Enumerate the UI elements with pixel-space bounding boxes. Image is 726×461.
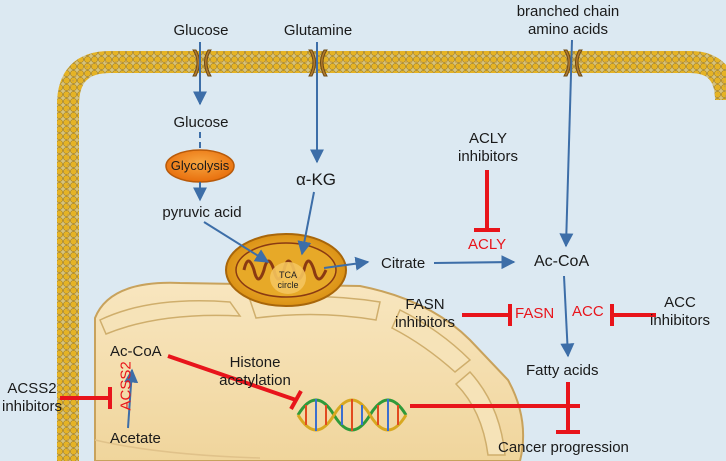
tca-label-line1: TCA xyxy=(279,270,297,280)
pathway-arrows xyxy=(124,39,575,429)
acetyl-coa-nucleus-label: Ac-CoA xyxy=(110,343,162,360)
bcaa-label-line2: amino acids xyxy=(527,21,609,38)
acly-inhibitors-line2: inhibitors xyxy=(457,148,519,165)
arrow-pyruvate-mito xyxy=(203,221,270,263)
arrow-bcaa-accoa xyxy=(559,39,574,248)
fatty-acids-label: Fatty acids xyxy=(526,362,599,379)
enzyme-fasn: FASN xyxy=(515,305,555,322)
enzyme-acc: ACC xyxy=(572,303,604,320)
enzyme-acly: ACLY xyxy=(468,236,507,253)
alpha-kg-label: α-KG xyxy=(295,170,337,189)
histone-acetylation-arrow xyxy=(167,354,297,402)
transporter-bcaa xyxy=(563,49,583,77)
acc-inhibitors-line1: ACC xyxy=(664,294,696,311)
glutamine-label: Glutamine xyxy=(283,22,353,39)
histone-label-line2: acetylation xyxy=(219,372,291,389)
bcaa-label-line1: branched chain xyxy=(516,3,620,20)
acss2-inhibitors-line1: ACSS2 xyxy=(7,380,57,397)
fasn-inhibitors-line2: inhibitors xyxy=(394,314,456,331)
enzyme-acss2: ACSS2 xyxy=(117,361,135,411)
acly-inhibitors-line1: ACLY xyxy=(468,130,508,147)
arrow-akg-mito xyxy=(297,191,315,256)
cancer-progression-label: Cancer progression xyxy=(498,439,629,456)
arrow-acetate-accoa xyxy=(124,368,139,429)
arrow-mito-citrate xyxy=(323,256,370,271)
acetyl-coa-cyto-label: Ac-CoA xyxy=(534,253,590,270)
dna-helix xyxy=(296,398,408,432)
arrow-accoa-fa xyxy=(560,275,575,358)
acc-inhibitors-line2: inhibitors xyxy=(649,312,711,329)
nucleus xyxy=(94,281,525,461)
acss2-inhibitors-line2: inhibitors xyxy=(1,398,63,415)
tca-label-line2: circle xyxy=(277,280,299,290)
cell-membrane xyxy=(57,51,726,461)
pyruvic-acid-label: pyruvic acid xyxy=(162,204,242,221)
glucose-inside-label: Glucose xyxy=(173,114,229,131)
acetate-label: Acetate xyxy=(110,430,161,447)
citrate-label: Citrate xyxy=(381,255,426,272)
fasn-inhibitors-line1: FASN xyxy=(405,296,445,313)
arrow-citrate-accoa xyxy=(433,255,516,270)
transporter-glutamine xyxy=(308,49,328,77)
glucose-outside-label: Glucose xyxy=(173,22,229,39)
glycolysis-label: Glycolysis xyxy=(170,158,230,173)
histone-label-line1: Histone xyxy=(229,354,281,371)
transporter-glucose xyxy=(192,49,212,77)
inhibition-lines xyxy=(60,170,656,434)
